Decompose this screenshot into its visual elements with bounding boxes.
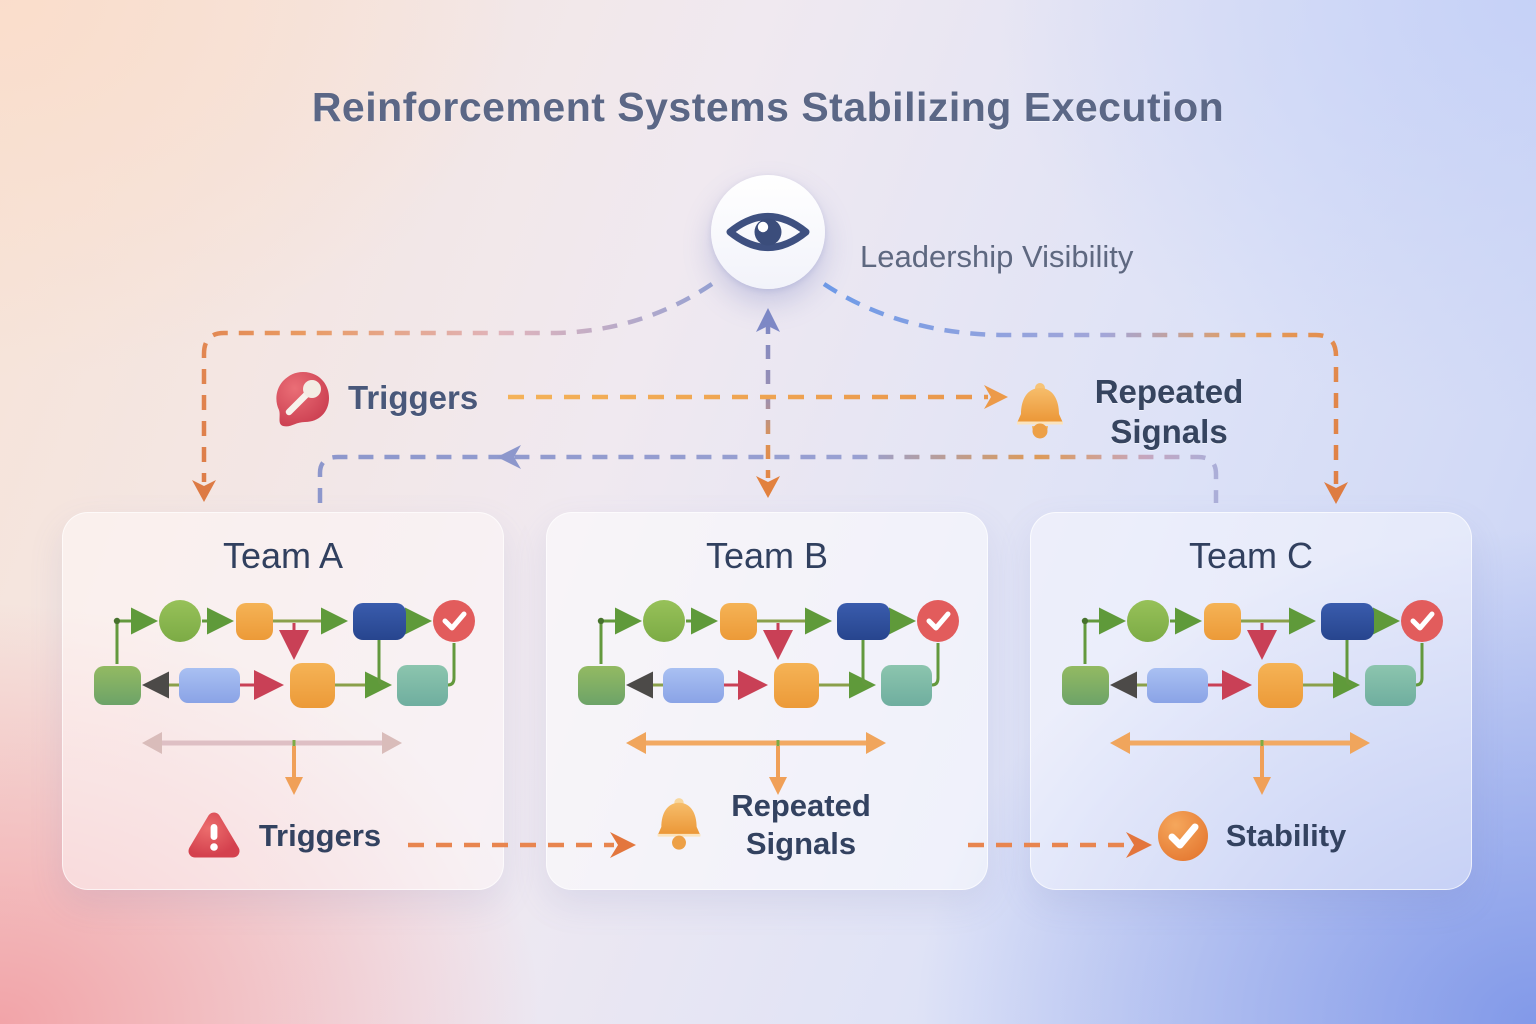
- flow-node-check: [917, 600, 959, 642]
- flow-span-arrow: [1110, 732, 1370, 754]
- arrowhead-down-team-b: [756, 476, 780, 498]
- flow-node-rect-blue: [1321, 603, 1374, 640]
- flow-node-rect-lightblue: [1147, 668, 1208, 703]
- flow-node-check: [1401, 600, 1443, 642]
- team-a-title: Team A: [222, 535, 344, 576]
- arrowhead-right-bell: [984, 385, 1008, 409]
- flow-node-square-orange: [1204, 603, 1241, 640]
- workflow-diagram: [1062, 600, 1443, 795]
- flow-drop-arrowhead: [285, 777, 303, 795]
- flow-node-rect-lightblue: [663, 668, 724, 703]
- flow-drop-arrowhead: [769, 777, 787, 795]
- arrowhead-up-eye: [756, 308, 780, 332]
- flow-node-rect-teal: [881, 665, 932, 706]
- page-title: Reinforcement Systems Stabilizing Execut…: [311, 84, 1225, 130]
- flow-node-circle-green: [643, 600, 685, 642]
- dashed-feedback-line: [317, 454, 1219, 503]
- flow-node-square-orange-2: [290, 663, 335, 708]
- triggers-top-label: Triggers: [348, 379, 479, 416]
- flow-node-circle-green: [1127, 600, 1169, 642]
- flow-node-rect-lightblue: [179, 668, 240, 703]
- team-b-outcome: Repeated Signals: [547, 787, 987, 863]
- team-b-flowchart: [548, 595, 988, 805]
- trigger-pin-icon: [276, 372, 329, 427]
- team-c-outcome: Stability: [1031, 809, 1471, 863]
- team-c-outcome-label: Stability: [1225, 818, 1347, 853]
- flow-node-rect-green: [94, 666, 141, 705]
- arrowhead-down-team-a: [192, 480, 216, 502]
- flow-node-rect-green: [1062, 666, 1109, 705]
- flow-node-square-orange: [236, 603, 273, 640]
- flow-node-circle-green: [159, 600, 201, 642]
- workflow-diagram: [578, 600, 959, 795]
- team-b-title: Team B: [705, 535, 829, 576]
- flow-span-arrow: [142, 732, 402, 754]
- flow-node-rect-blue: [837, 603, 890, 640]
- team-c-flowchart: [1032, 595, 1472, 805]
- arrowhead-left-feedback: [497, 445, 521, 469]
- check-icon: [1157, 811, 1208, 861]
- flow-node-check: [433, 600, 475, 642]
- warning-icon: [188, 812, 240, 858]
- team-c-card: Team C: [1030, 512, 1472, 890]
- flow-node-rect-green: [578, 666, 625, 705]
- team-b-card: Team B: [546, 512, 988, 890]
- flow-node-square-orange-2: [1258, 663, 1303, 708]
- flow-drop-arrowhead: [1253, 777, 1271, 795]
- eye-icon: [726, 213, 810, 251]
- leadership-visibility-label: Leadership Visibility: [860, 239, 1134, 274]
- flow-node-rect-blue: [353, 603, 406, 640]
- team-c-title: Team C: [1188, 535, 1314, 576]
- team-a-outcome: Triggers: [63, 809, 503, 863]
- repeated-signals-top-label: Repeated Signals: [1094, 373, 1244, 451]
- flow-node-rect-teal: [397, 665, 448, 706]
- repeated-signals-top-node: Repeated Signals: [1012, 372, 1254, 453]
- bell-icon: [657, 798, 701, 850]
- flow-span-arrow: [626, 732, 886, 754]
- flow-junction-dot: [597, 617, 605, 625]
- team-a-card: Team A: [62, 512, 504, 890]
- arrowhead-down-team-c: [1324, 482, 1348, 504]
- flow-node-square-orange: [720, 603, 757, 640]
- team-a-flowchart: [64, 595, 504, 805]
- triggers-top-node: Triggers: [270, 366, 478, 430]
- flow-junction-dot: [1081, 617, 1089, 625]
- flow-junction-dot: [113, 617, 121, 625]
- leadership-eye-badge: [711, 175, 825, 289]
- team-b-outcome-label: Repeated Signals: [731, 788, 871, 862]
- bell-icon: [1017, 383, 1063, 439]
- flow-node-rect-teal: [1365, 665, 1416, 706]
- workflow-diagram: [94, 600, 475, 795]
- team-a-outcome-label: Triggers: [258, 818, 382, 853]
- flow-node-square-orange-2: [774, 663, 819, 708]
